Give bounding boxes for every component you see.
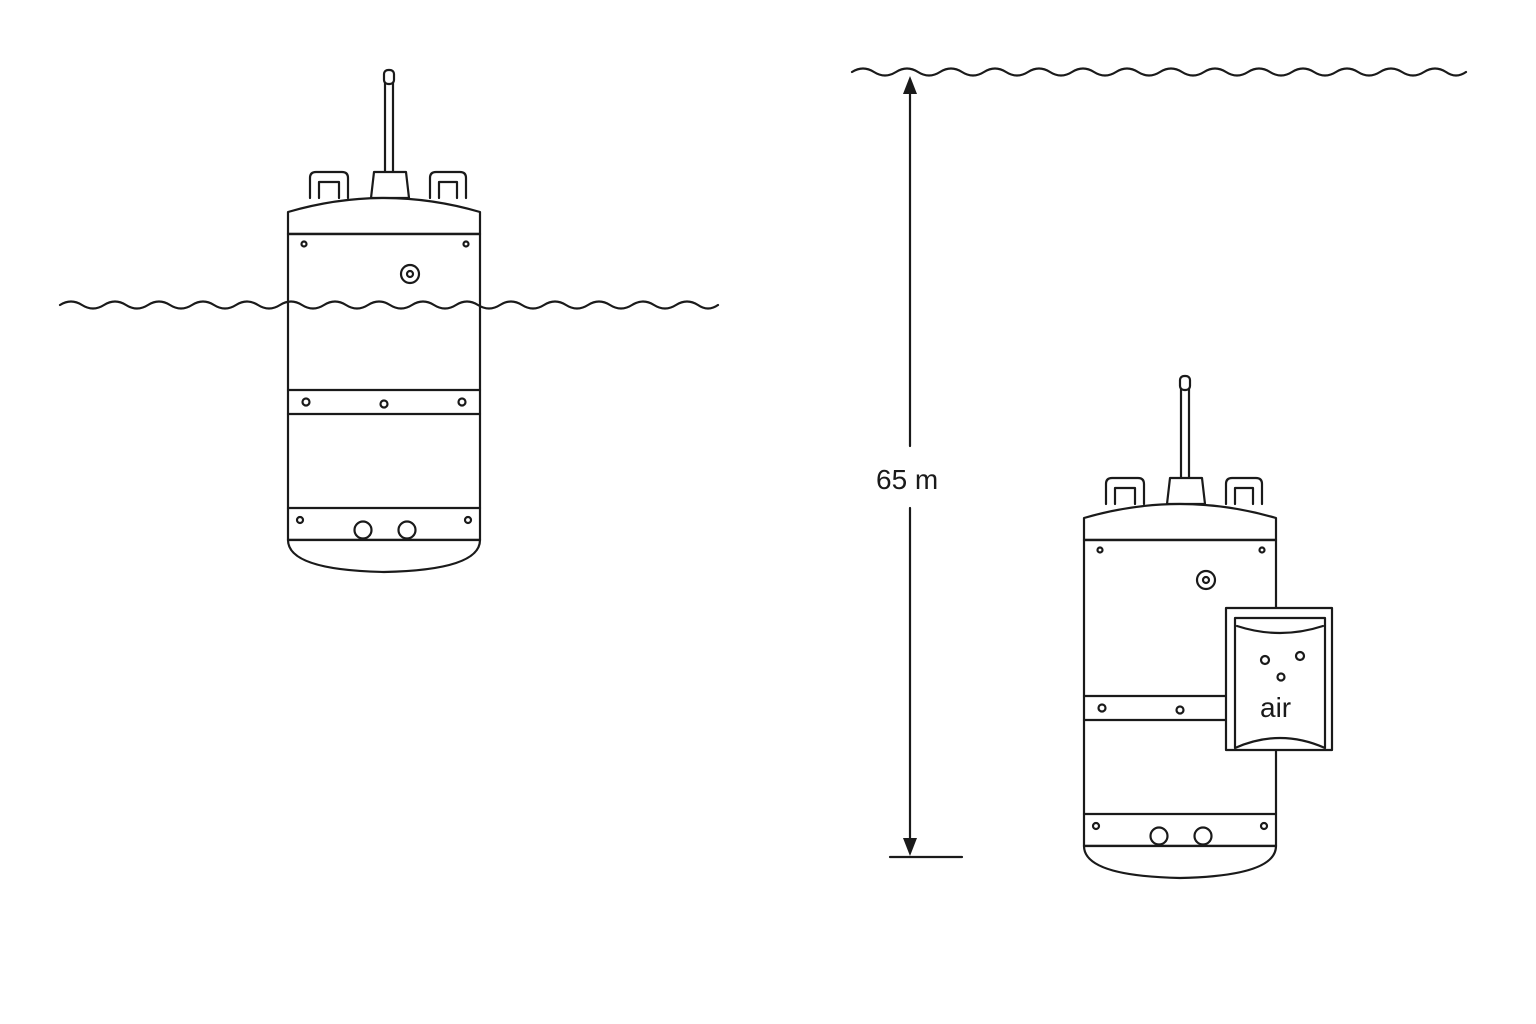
air-label: air	[1260, 692, 1291, 723]
water-surface-left	[58, 300, 720, 310]
depth-label: 65 m	[876, 464, 938, 495]
water-surface-right	[850, 67, 1468, 77]
air-bubble	[1276, 672, 1286, 682]
arrow-down-icon	[903, 838, 917, 856]
depth-dimension: 65 m	[876, 76, 964, 859]
floating-buoy	[286, 68, 482, 574]
arrow-up-icon	[903, 76, 917, 94]
air-bubble	[1294, 650, 1306, 662]
air-bubble	[1259, 654, 1271, 666]
air-inset: air	[1224, 606, 1334, 752]
